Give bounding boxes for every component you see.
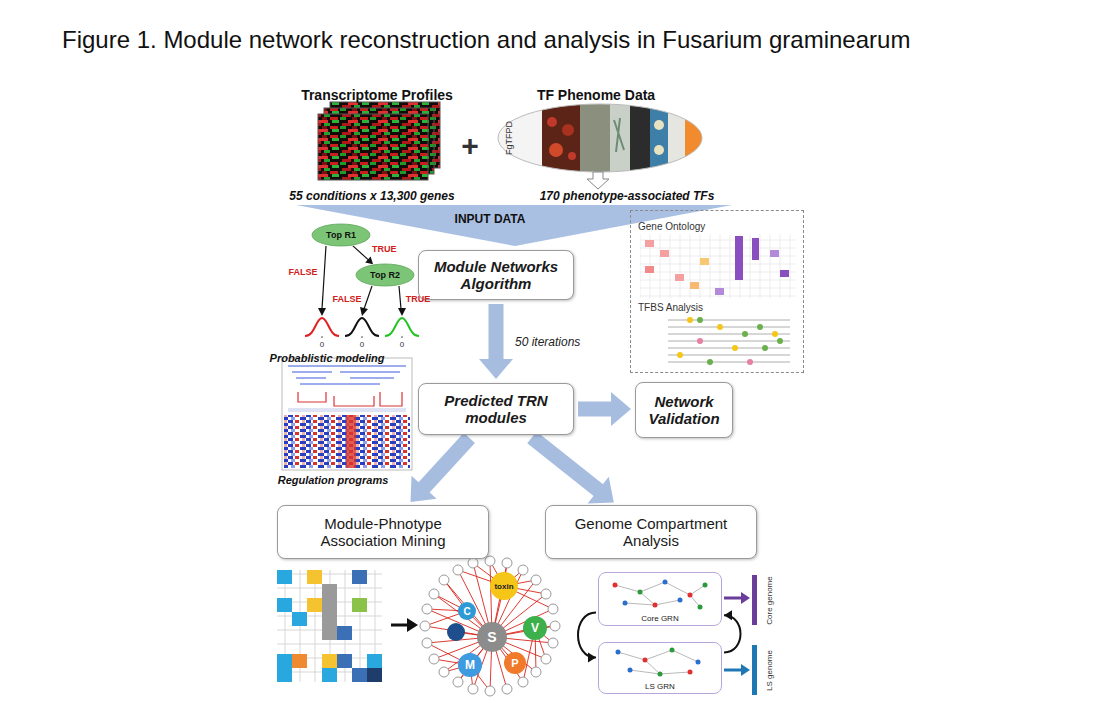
arrow-head [588, 477, 614, 504]
arrow-head [588, 653, 596, 663]
connector-line [353, 246, 369, 260]
shape-fill [312, 224, 370, 246]
analysis-panel: Gene OntologyTFBS Analysis [630, 210, 804, 373]
connector [724, 610, 741, 652]
node-text: LS GRN [645, 682, 675, 691]
process-box: Module Networks Algorithm [418, 250, 574, 300]
process-box: Predicted TRN modules [418, 383, 574, 435]
node-text: C [463, 606, 470, 617]
process-box: Module-Phnotype Association Mining [277, 505, 489, 559]
decision-node: Top R2 [356, 264, 414, 286]
shape-fill [504, 652, 526, 674]
node-text: Top R2 [370, 270, 400, 280]
label-text: Probablistic modeling [270, 352, 385, 364]
arrow-head [365, 257, 373, 265]
hub-node: P [504, 652, 526, 674]
gaussian-curves [305, 318, 419, 338]
hub-node: M [458, 653, 482, 677]
hub-node: toxin [490, 572, 518, 600]
curved-arrow [724, 615, 741, 652]
node-text: Module-Phnotype Association Mining [301, 515, 466, 549]
shape-fill [458, 653, 482, 677]
tfbs-tracks [668, 317, 790, 365]
label-text: INPUT DATA [455, 212, 526, 226]
process-box: Network Validation [635, 382, 733, 438]
node-text: Module Networks Algorithm [426, 258, 566, 292]
label-text: TF Phenome Data [537, 87, 655, 103]
label-text: TRUE [406, 294, 431, 304]
gene-ontology-grid [640, 234, 796, 298]
flow-arrow [411, 438, 470, 502]
label-text: Core genome [764, 576, 773, 624]
network-edges [425, 561, 555, 691]
label-text: Transcriptome Profiles [301, 87, 453, 103]
process-box: Genome Compartment Analysis [545, 505, 757, 559]
node-text: P [511, 657, 518, 669]
black-arrow [391, 618, 418, 632]
arrow-head [411, 476, 437, 502]
node-text: M [465, 658, 475, 672]
shape-fill [523, 616, 547, 640]
flow-arrow [479, 304, 513, 379]
arrow-head [479, 359, 513, 379]
node-subtext: TFBS Analysis [638, 302, 703, 313]
label-text: 0 [400, 340, 404, 349]
grn-box: Core GRN [598, 572, 722, 626]
hub-circle [447, 623, 465, 641]
regulation-program-illustration [282, 358, 412, 470]
curved-arrow [578, 613, 596, 658]
arrow-head [611, 392, 631, 426]
node-text: Network Validation [643, 393, 725, 427]
core-grn-network [613, 580, 708, 610]
heatmap-illustration [318, 102, 440, 180]
node-text: Predicted TRN modules [426, 392, 566, 426]
flow-arrow [578, 392, 631, 426]
decision-node: Top R1 [312, 224, 370, 246]
edge-label: 50 iterations [514, 335, 581, 349]
node-text: Gene Ontology [638, 221, 705, 232]
shape-fill [458, 602, 476, 620]
node-text: toxin [494, 582, 513, 591]
hub-node: S [477, 622, 507, 652]
label-text: FALSE [332, 294, 361, 304]
association-matrix [277, 570, 382, 682]
figure-title: Figure 1. Module network reconstruction … [62, 26, 910, 54]
flow-arrow [532, 437, 614, 503]
flow-shaft [423, 438, 469, 488]
shape-fill [356, 264, 414, 286]
connector [578, 613, 596, 663]
node-text: Genome Compartment Analysis [569, 515, 734, 549]
node-text: S [487, 629, 496, 645]
flow-shaft [578, 402, 612, 417]
label-text: 170 phenotype-associated TFs [540, 189, 715, 203]
label-text: 0 [320, 340, 324, 349]
node-text: Top R1 [326, 230, 356, 240]
edge-label: TRUE [371, 244, 398, 254]
flow-shaft [489, 304, 504, 360]
hub-node: V [523, 616, 547, 640]
ls-grn-network [616, 648, 701, 677]
label-text: FgTFPD [504, 121, 514, 155]
label-text: LS genome [764, 650, 773, 691]
label-text: 0 [360, 340, 364, 349]
genome-bars [724, 575, 757, 695]
flow-shaft [532, 437, 599, 490]
label-text: 55 conditions x 13,300 genes [289, 189, 454, 203]
phenome-illustration [498, 104, 705, 174]
hub-node: C [458, 602, 476, 620]
hollow-arrow [587, 172, 609, 189]
network-leaves [420, 556, 560, 696]
grn-box: LS GRN [598, 642, 722, 694]
label-text: Regulation programs [278, 474, 389, 486]
arrow-head [724, 610, 732, 620]
shape-fill [477, 622, 507, 652]
node-text: Core GRN [641, 614, 678, 623]
shape-fill [490, 572, 518, 600]
label-text: FALSE [288, 267, 317, 277]
label-text: + [461, 129, 479, 163]
node-text: V [531, 621, 539, 635]
